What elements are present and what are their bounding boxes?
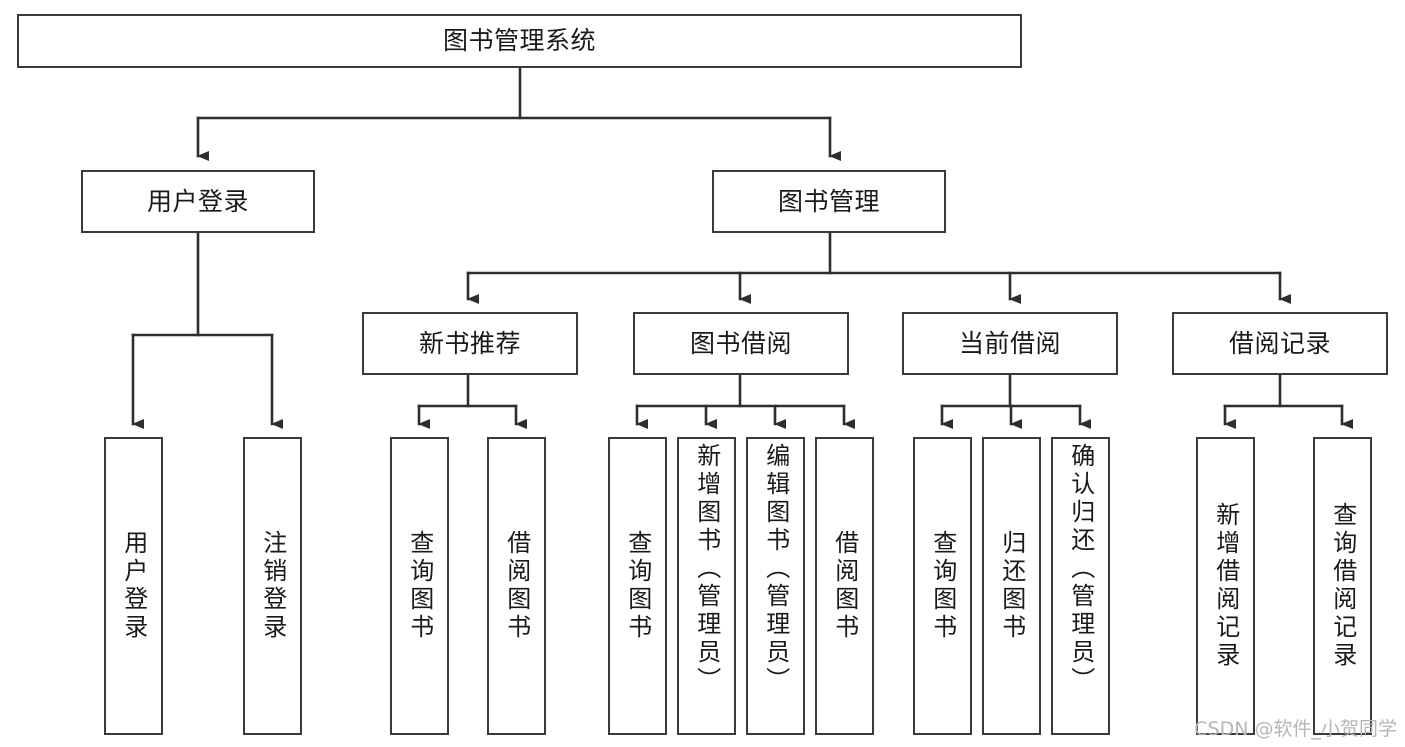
node-label: 编辑图书（管理员） bbox=[761, 443, 790, 695]
node-book-management[interactable]: 图书管理 bbox=[712, 170, 946, 233]
node-leaf-add-borrow-record[interactable]: 新增借阅记录 bbox=[1196, 437, 1255, 735]
node-label: 图书借阅 bbox=[689, 328, 792, 358]
node-label: 确认归还（管理员） bbox=[1066, 443, 1095, 695]
node-label: 查询图书 bbox=[623, 530, 652, 642]
node-label: 借阅记录 bbox=[1228, 328, 1331, 358]
node-leaf-logout-login[interactable]: 注销登录 bbox=[243, 437, 302, 735]
node-root-book-management-system[interactable]: 图书管理系统 bbox=[17, 14, 1022, 68]
node-label: 新书推荐 bbox=[418, 328, 521, 358]
node-label: 新增图书（管理员） bbox=[692, 443, 721, 695]
node-current-borrow[interactable]: 当前借阅 bbox=[902, 312, 1118, 375]
node-leaf-query-book-recommend[interactable]: 查询图书 bbox=[390, 437, 449, 735]
node-label: 查询借阅记录 bbox=[1328, 502, 1357, 670]
node-leaf-query-book-borrow[interactable]: 查询图书 bbox=[608, 437, 667, 735]
node-leaf-add-book-admin[interactable]: 新增图书（管理员） bbox=[677, 437, 736, 735]
node-label: 用户登录 bbox=[119, 530, 148, 642]
node-leaf-edit-book-admin[interactable]: 编辑图书（管理员） bbox=[746, 437, 805, 735]
node-borrow-record[interactable]: 借阅记录 bbox=[1172, 312, 1388, 375]
node-label: 注销登录 bbox=[258, 530, 287, 642]
node-leaf-confirm-return-admin[interactable]: 确认归还（管理员） bbox=[1051, 437, 1110, 735]
node-book-borrow[interactable]: 图书借阅 bbox=[633, 312, 849, 375]
node-label: 查询图书 bbox=[928, 530, 957, 642]
node-label: 借阅图书 bbox=[502, 530, 531, 642]
node-new-book-recommend[interactable]: 新书推荐 bbox=[362, 312, 578, 375]
node-label: 图书管理系统 bbox=[442, 26, 596, 56]
node-leaf-borrow-book[interactable]: 借阅图书 bbox=[815, 437, 874, 735]
node-label: 归还图书 bbox=[997, 530, 1026, 642]
node-leaf-return-book[interactable]: 归还图书 bbox=[982, 437, 1041, 735]
watermark-text: CSDN @软件_小贺同学 bbox=[1194, 718, 1397, 740]
node-leaf-query-book-current[interactable]: 查询图书 bbox=[913, 437, 972, 735]
node-leaf-user-login[interactable]: 用户登录 bbox=[104, 437, 163, 735]
node-label: 当前借阅 bbox=[958, 328, 1061, 358]
node-leaf-borrow-book-recommend[interactable]: 借阅图书 bbox=[487, 437, 546, 735]
node-label: 用户登录 bbox=[146, 186, 249, 216]
node-label: 图书管理 bbox=[777, 186, 880, 216]
node-leaf-query-borrow-record[interactable]: 查询借阅记录 bbox=[1313, 437, 1372, 735]
node-label: 新增借阅记录 bbox=[1211, 502, 1240, 670]
node-label: 查询图书 bbox=[405, 530, 434, 642]
node-label: 借阅图书 bbox=[830, 530, 859, 642]
node-user-login[interactable]: 用户登录 bbox=[81, 170, 315, 233]
